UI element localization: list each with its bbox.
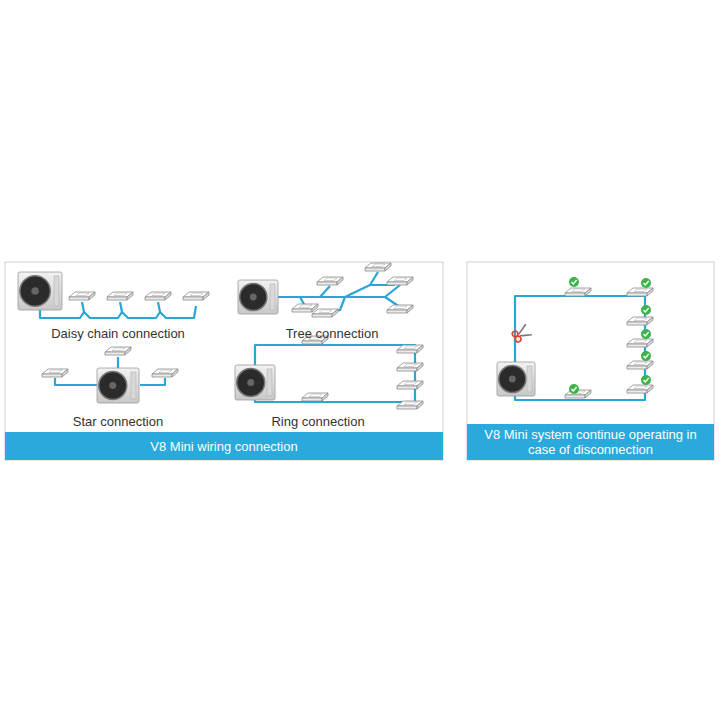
indoor-cassette [69, 292, 95, 300]
band-text: V8 Mini wiring connection [150, 439, 297, 454]
indoor-cassette [365, 263, 391, 271]
indoor-cassette [145, 292, 171, 300]
band-text: V8 Mini system continue operating in cas… [483, 427, 698, 457]
indoor-cassette [292, 304, 318, 312]
panel-frame [5, 262, 443, 460]
indoor-cassette [397, 381, 423, 389]
caption-band: V8 Mini wiring connection [5, 432, 443, 460]
outdoor-unit [235, 365, 275, 400]
indoor-cassette [397, 345, 423, 353]
wire [120, 302, 122, 312]
indoor-cassette [42, 369, 68, 377]
wire [345, 297, 400, 307]
indoor-cassette [627, 385, 653, 393]
indoor-cassette [627, 361, 653, 369]
check-mark [569, 277, 579, 287]
indoor-cassette [317, 277, 343, 285]
indoor-cassette [627, 317, 653, 325]
wire [158, 302, 160, 312]
wire [268, 285, 395, 297]
check-mark [641, 375, 651, 385]
indoor-cassette [397, 401, 423, 409]
indoor-cassette [387, 305, 413, 313]
indoor-cassette [565, 288, 591, 296]
check-mark [641, 329, 651, 339]
indoor-cassette [183, 292, 209, 300]
outdoor-unit [497, 362, 535, 396]
check-mark [641, 278, 651, 288]
indoor-cassette [312, 309, 338, 317]
outdoor-unit [238, 280, 278, 314]
wire [370, 272, 378, 285]
indoor-cassette [107, 292, 133, 300]
wire [117, 357, 119, 368]
check-mark [641, 351, 651, 361]
outdoor-unit [18, 272, 62, 310]
wire [385, 285, 400, 297]
indoor-cassette [627, 288, 653, 296]
outdoor-unit [97, 368, 139, 403]
caption-band: V8 Mini system continue operating in cas… [467, 424, 714, 460]
wire [255, 345, 415, 402]
check-mark [569, 384, 579, 394]
wiring [40, 272, 645, 402]
indoor-cassette [397, 363, 423, 371]
wire [320, 286, 330, 297]
indoor-cassette [302, 393, 328, 401]
connection-label: Tree connection [286, 326, 379, 341]
scissors-icon [511, 324, 532, 343]
connection-label: Ring connection [271, 414, 364, 429]
connection-label: Star connection [73, 414, 163, 429]
wire [140, 378, 165, 385]
connection-label: Daisy chain connection [51, 326, 185, 341]
panel-frame [467, 262, 714, 460]
indoor-cassette [627, 339, 653, 347]
indoor-cassette [387, 277, 413, 285]
check-mark [641, 305, 651, 315]
wire [40, 306, 196, 318]
wire [82, 302, 84, 312]
wire [55, 378, 100, 385]
indoor-cassette [152, 369, 178, 377]
indoor-cassette [105, 347, 131, 355]
